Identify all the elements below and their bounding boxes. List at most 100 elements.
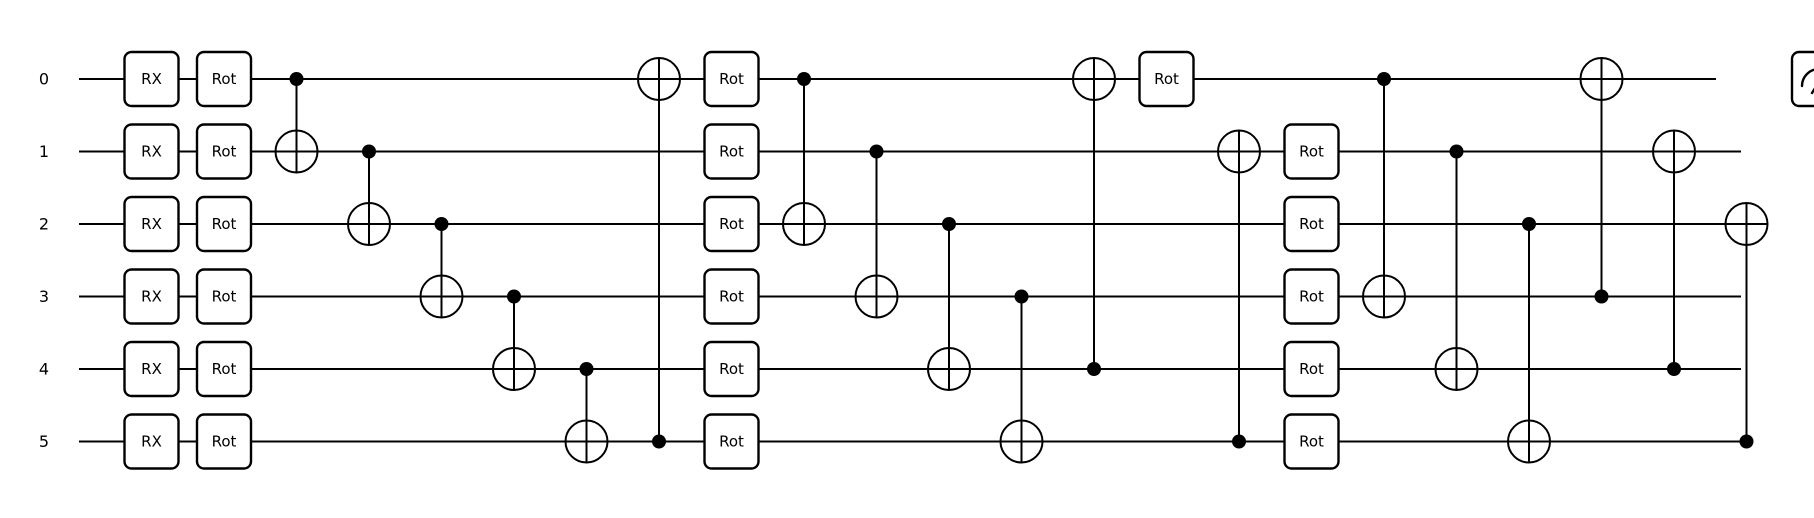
gate-box	[703, 50, 760, 108]
gate-label: RX	[141, 143, 162, 161]
gate-box	[123, 123, 180, 180]
gate-box	[1283, 195, 1340, 253]
wires	[79, 78, 1741, 443]
cnot-1-to-3	[854, 144, 899, 319]
gate-label: Rot	[719, 360, 744, 378]
control-dot	[869, 144, 884, 159]
gate-label: Rot	[1299, 433, 1324, 451]
gate-box	[123, 340, 180, 398]
control-dot	[1014, 289, 1029, 304]
cnot-0-to-1	[274, 72, 319, 174]
gate-rot-wire-2: Rot	[195, 195, 253, 253]
gate-rx-wire-0: RX	[123, 50, 180, 108]
gate-label: RX	[141, 288, 162, 306]
gate-box	[195, 340, 253, 398]
cnot-0-to-3	[1362, 72, 1406, 319]
gate-box	[123, 195, 180, 253]
cnot-3-to-4	[492, 289, 536, 391]
cnot-2-to-3	[419, 217, 464, 319]
gate-box	[123, 50, 180, 108]
control-dot	[1377, 72, 1391, 86]
gate-label: RX	[141, 215, 162, 233]
cnot-4-to-5	[564, 362, 609, 464]
control-dot	[942, 217, 956, 231]
gate-rot-wire-3: Rot	[703, 268, 760, 325]
wire-label-0: 0	[39, 70, 49, 89]
cnot-5-to-2	[1724, 202, 1769, 449]
wire-label-4: 4	[39, 360, 49, 379]
gate-rot-wire-4: Rot	[1283, 340, 1340, 398]
gate-label: Rot	[1299, 143, 1324, 161]
gate-rx-wire-5: RX	[123, 413, 180, 470]
gate-rot-wire-4: Rot	[195, 340, 253, 398]
gate-rot-wire-0: Rot	[703, 50, 760, 108]
gate-rx-wire-3: RX	[123, 268, 180, 325]
gate-rot-wire-5: Rot	[703, 413, 760, 470]
gate-rot-wire-1: Rot	[703, 123, 760, 180]
gate-rot-wire-5: Rot	[195, 413, 253, 470]
gate-box	[1283, 123, 1340, 180]
control-dot	[1087, 362, 1101, 376]
gate-rot-wire-3: Rot	[1283, 268, 1340, 325]
cnot-4-to-0	[1072, 57, 1116, 376]
gate-rot-wire-5: Rot	[1283, 413, 1340, 470]
gate-label: Rot	[212, 143, 237, 161]
cnot-4-to-1	[1652, 129, 1696, 376]
cnot-2-to-5	[1507, 217, 1551, 464]
gate-label: Rot	[212, 433, 237, 451]
control-dot	[1667, 362, 1681, 376]
gate-rot-wire-0: Rot	[195, 50, 253, 108]
gate-box	[195, 50, 253, 108]
gate-box	[703, 413, 760, 470]
measurement-gate-wire-0	[1790, 50, 1814, 108]
gate-rx-wire-2: RX	[123, 195, 180, 253]
gate-label: Rot	[212, 70, 237, 88]
control-dot	[797, 72, 811, 86]
control-dot	[579, 362, 594, 376]
wire-label-5: 5	[39, 432, 49, 451]
gate-box	[123, 413, 180, 470]
control-dot	[1232, 434, 1246, 449]
gate-label: Rot	[719, 215, 744, 233]
cnot-3-to-5	[999, 289, 1044, 464]
gate-rot-wire-2: Rot	[1283, 195, 1340, 253]
control-dot	[434, 217, 449, 231]
gate-label: Rot	[1299, 360, 1324, 378]
gate-label: Rot	[212, 288, 237, 306]
gate-label: RX	[141, 70, 162, 88]
gate-label: RX	[141, 433, 162, 451]
gate-rx-wire-4: RX	[123, 340, 180, 398]
cnot-2-to-4	[927, 217, 971, 391]
gate-label: Rot	[719, 288, 744, 306]
wire-label-1: 1	[39, 142, 49, 161]
gate-rot-wire-4: Rot	[703, 340, 760, 398]
gate-box	[195, 413, 253, 470]
gate-rot-wire-3: Rot	[195, 268, 253, 325]
gate-label: Rot	[212, 215, 237, 233]
gate-label: Rot	[719, 143, 744, 161]
gate-box	[1138, 50, 1195, 108]
gate-box	[123, 268, 180, 325]
cnot-1-to-2	[347, 144, 391, 246]
gate-box	[195, 268, 253, 325]
gate-box	[195, 123, 253, 180]
meter-arc-icon	[1800, 68, 1814, 88]
control-dot	[289, 72, 304, 86]
gate-label: RX	[141, 360, 162, 378]
gate-label: Rot	[212, 360, 237, 378]
control-dot	[1522, 217, 1536, 231]
gate-box	[1283, 340, 1340, 398]
control-dot	[1449, 144, 1464, 159]
gate-label: Rot	[719, 433, 744, 451]
control-dot	[507, 289, 521, 304]
gate-box	[1283, 268, 1340, 325]
control-dot	[1594, 289, 1609, 304]
gate-box	[703, 195, 760, 253]
gate-rot-wire-0: Rot	[1138, 50, 1195, 108]
gate-box	[703, 268, 760, 325]
gate-rot-wire-1: Rot	[195, 123, 253, 180]
cnot-0-to-2	[782, 72, 826, 246]
gate-label: Rot	[1154, 70, 1179, 88]
